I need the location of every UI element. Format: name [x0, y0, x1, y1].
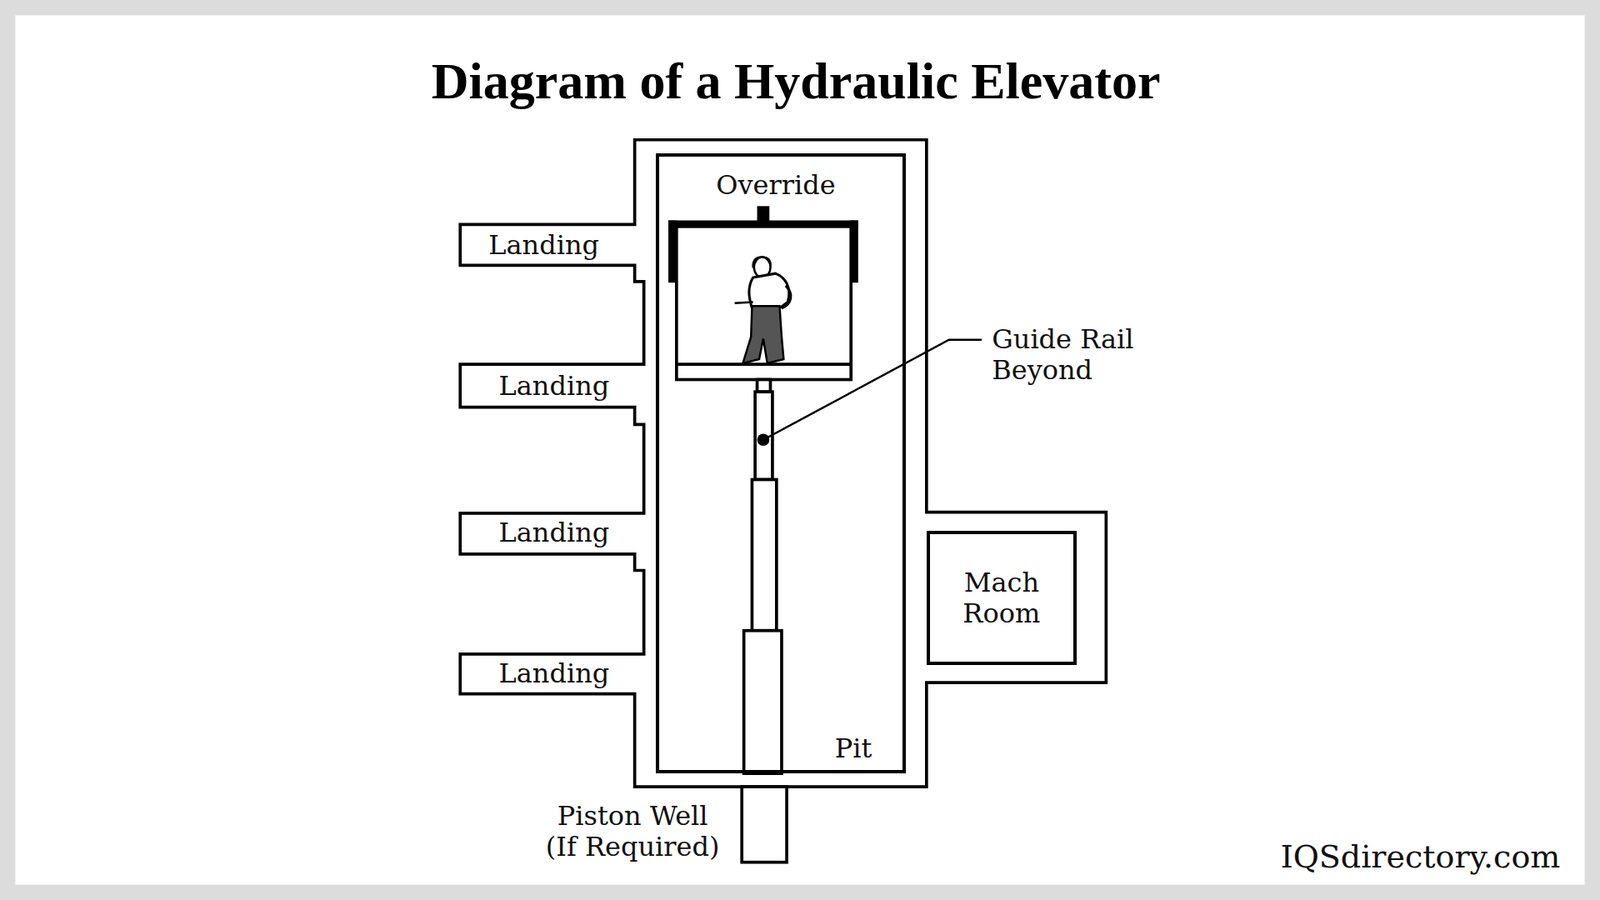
- elevator-car: [668, 205, 859, 380]
- override-label: Override: [715, 170, 836, 201]
- person-trousers: [742, 305, 784, 364]
- car-cabin: [676, 226, 851, 380]
- diagram-title: Diagram of a Hydraulic Elevator: [431, 51, 1161, 111]
- machine-room: Mach Room: [926, 530, 1077, 666]
- watermark: IQSdirectory.com: [1280, 839, 1561, 876]
- pit-label: Pit: [835, 732, 873, 764]
- person-shirt: [749, 273, 790, 309]
- building-outline: [460, 140, 1106, 787]
- landing-label: Landing: [499, 370, 610, 401]
- plunger-stage-2: [751, 480, 776, 631]
- piston-well: [741, 786, 787, 863]
- landing-label: Landing: [499, 517, 610, 549]
- guide-rail-dot: [757, 433, 770, 446]
- landing-label: Landing: [488, 229, 600, 260]
- machine-room-label: Mach Room: [962, 567, 1040, 630]
- hydraulic-piston: [741, 380, 787, 863]
- landing-label: Landing: [499, 658, 610, 690]
- guide-rail-leader: [757, 340, 982, 446]
- person-hand: [735, 301, 754, 303]
- piston-well-label: Piston Well (If Required): [539, 800, 726, 863]
- leader-line: [763, 340, 982, 440]
- piston-head: [757, 380, 771, 393]
- cylinder: [744, 630, 782, 774]
- car-post: [757, 205, 770, 223]
- person-arm: [781, 285, 791, 309]
- car-floor: [676, 362, 851, 366]
- page-ground: [15, 15, 1585, 885]
- guide-rail-label: Guide Rail Beyond: [991, 324, 1179, 386]
- hoistway-shaft: OverridePit: [655, 153, 906, 774]
- person-figure: [735, 255, 791, 364]
